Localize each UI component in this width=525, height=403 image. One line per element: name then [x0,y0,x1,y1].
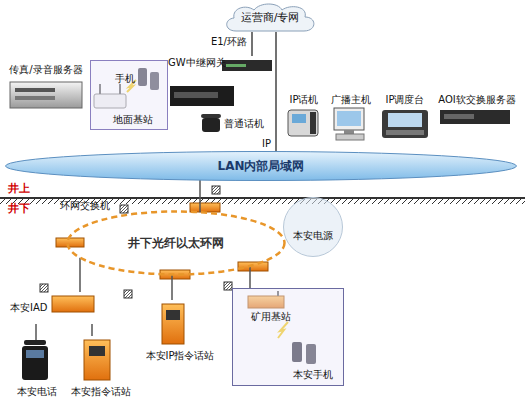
monitor-screen [337,111,361,126]
cloud-shape [227,4,314,31]
station-panel [89,346,105,356]
keyboard [336,134,364,140]
gateway-led [226,64,246,67]
ring-network: 井下光纤以太环网 [66,210,286,276]
node-label: 本安指令话站 [71,386,131,398]
gateway-icon [222,60,272,71]
port-symbol [124,290,132,298]
command-station-icon [84,340,110,380]
monitor-icon [334,108,364,130]
mine-base-station-group: 矿用基站本安手机 [232,288,344,386]
handset [201,114,221,118]
lan-band: LAN内部局域网 [4,150,518,182]
ellipse-shape [284,198,343,257]
edge-label: IP [261,138,272,150]
node-label: 广播主机 [331,94,371,106]
iad: 本安IAD [8,292,96,324]
node-label: 环网交换机 [60,200,110,212]
gateway: GW中继网关 [166,56,272,111]
node-label: 本安电源 [293,230,333,242]
gateway-chassis [170,86,234,106]
node-label: IP话机 [290,94,319,106]
node-label: 本安电话 [17,386,57,398]
ip-phone-icon [288,110,318,136]
cloud: 运营商/专网 [222,2,318,32]
gateway-ports [174,92,218,98]
zone-label: 井下 [8,202,30,215]
node-label: 矿用基站 [251,311,291,323]
node-label: GW中继网关 [168,57,226,69]
phone: 普通话机 [200,112,272,136]
node-label: 普通话机 [224,118,264,130]
ground-line [0,197,525,199]
node-label: 井下光纤以太环网 [128,236,224,250]
ring-switch-icon [190,203,220,212]
node-label: 传真/录音服务器 [9,64,82,76]
server: 传真/录音服务器 [6,62,86,114]
ring-switch-icon [56,238,84,247]
ip-command-station: 本安IP指令话站 [138,300,222,364]
port-symbol [40,284,48,292]
command-station: 本安指令话站 [68,336,134,400]
ellipse-outline [282,196,344,258]
ground-base-station-group: 手机地面基站 [90,60,168,130]
port-symbol [120,205,128,213]
monitor-stand [344,130,354,134]
console-keys [386,130,424,135]
node-label: 运营商/专网 [241,11,300,24]
phone-icon [22,346,48,380]
ip-phone: IP话机 [284,92,324,142]
connector [91,324,93,336]
softswitch-server-icon [440,110,510,124]
connector [249,266,251,288]
node-label: AOI软交换服务器 [438,94,516,106]
console-icon [382,110,428,138]
iad-icon [52,296,94,312]
station-panel [166,310,180,320]
ring-switch-icon [160,270,190,279]
server-slot [444,114,474,119]
port-symbol [224,282,232,290]
node-label: 本安IP指令话站 [146,350,215,362]
server-icon [10,82,82,108]
softswitch-server: AOI软交换服务器 [434,92,520,128]
console-screen [388,113,422,127]
broadcast-host: 广播主机 [326,92,376,142]
handset [24,340,46,345]
ring-switch-icon [238,262,268,271]
server-slot [15,96,55,100]
connector [171,274,173,300]
port-symbol [212,186,220,194]
node-label: 本安IAD [10,302,48,314]
dispatch-console: IP调度台 [378,92,432,140]
node-label: LAN内部局域网 [218,159,305,173]
power-supply: 本安电源 [282,196,344,258]
server-slot [15,88,55,92]
ring-switch: 环网交换机 [54,199,116,251]
node-label: IP调度台 [386,94,425,106]
connector [35,324,37,340]
node-label: 手机 [115,73,135,85]
connector [199,180,201,212]
ellipse-shape [68,212,285,275]
phone-keypad [26,350,44,358]
phone: 本安电话 [12,340,62,400]
ip-phone-screen [292,114,306,123]
connector [251,32,253,56]
ellipse-shape [6,152,517,181]
node-label: 本安手机 [293,369,333,381]
desk-phone-icon [202,118,220,132]
handset [310,112,316,134]
connector [275,32,277,152]
node-label: 地面基站 [113,114,153,126]
zone-label: 井上 [8,182,30,195]
edge-label: E1/环路 [210,36,248,48]
connector [79,258,81,292]
ip-command-station-icon [162,304,184,344]
